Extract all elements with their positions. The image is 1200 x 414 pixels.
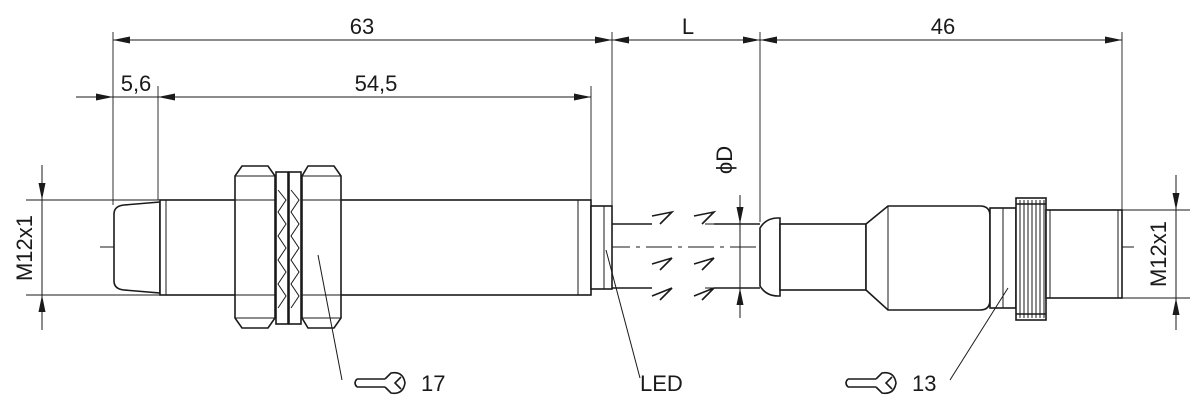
- dim-cable-length: L: [682, 14, 694, 39]
- hex-nut-right: [301, 165, 342, 329]
- dim-connector-length: 46: [931, 14, 955, 39]
- dim-cable-diameter: ϕD: [712, 146, 737, 174]
- cable-break-marks: [651, 210, 717, 301]
- callout-sensor-wrench-size: 17: [421, 371, 445, 396]
- connector-body: [759, 205, 1017, 311]
- callout-connector-wrench-size: 13: [912, 371, 936, 396]
- hex-nut-left: [234, 165, 276, 329]
- leader-lines: [317, 249, 1009, 381]
- dim-thread-length: 54,5: [355, 71, 398, 96]
- dim-overall-sensor-length: 63: [350, 14, 374, 39]
- dim-sensor-tip: 5,6: [121, 71, 152, 96]
- dim-right-thread: M12x1: [1146, 221, 1171, 287]
- open-end-wrench-icon: [354, 371, 406, 395]
- callout-led: LED: [640, 371, 683, 396]
- open-end-wrench-icon: [845, 371, 897, 395]
- cable: [612, 210, 760, 301]
- connector-thread: [1045, 209, 1123, 299]
- sensor-body: [113, 199, 613, 296]
- dim-left-thread: M12x1: [12, 215, 37, 281]
- lock-washers: [275, 171, 302, 325]
- knurled-coupling-nut: [1015, 197, 1047, 321]
- dimension-lines: [38, 36, 1180, 330]
